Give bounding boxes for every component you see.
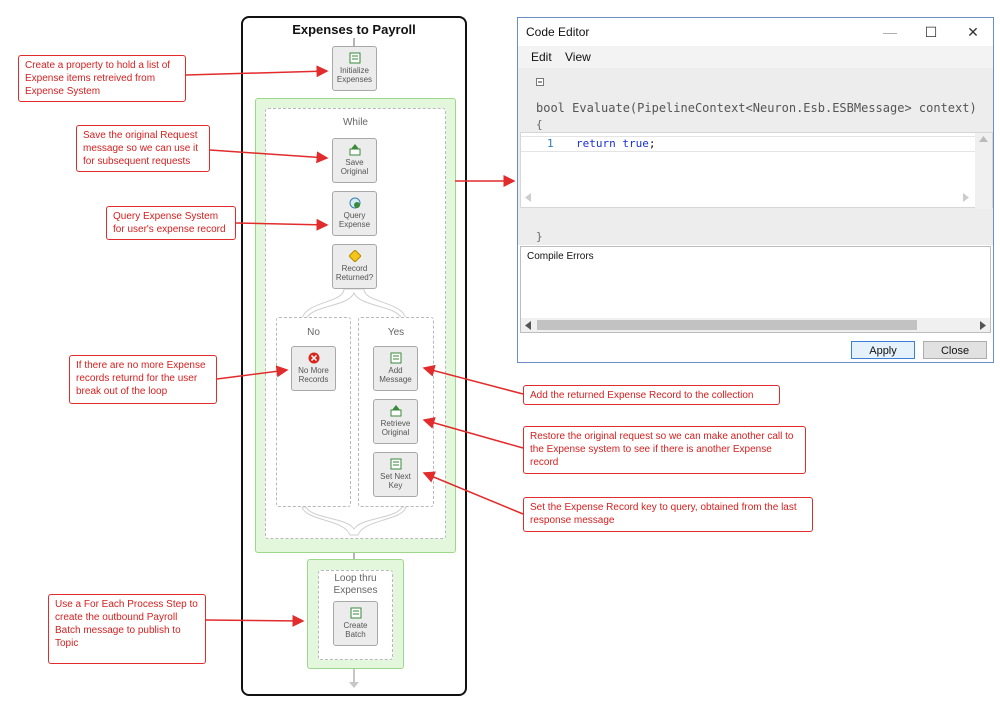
step-label: Set Next Key bbox=[380, 472, 411, 490]
for-each-body: Loop thru Expenses Create Batch bbox=[318, 570, 393, 660]
decision-branch-connector bbox=[301, 289, 407, 320]
annotation-restore-request: Restore the original request so we can m… bbox=[523, 426, 806, 474]
code-editor-window: Code Editor — ☐ ✕ Edit View bool Evaluat… bbox=[517, 17, 994, 363]
code-line-text: return true; bbox=[576, 137, 656, 150]
message-step-icon bbox=[390, 458, 401, 470]
collapse-icon[interactable] bbox=[536, 78, 544, 86]
decision-icon bbox=[348, 250, 361, 262]
horizontal-scrollbar[interactable] bbox=[521, 318, 990, 332]
annotation-for-each: Use a For Each Process Step to create th… bbox=[48, 594, 206, 664]
annotation-no-more: If there are no more Expense records ret… bbox=[69, 355, 217, 404]
push-icon bbox=[349, 144, 360, 156]
branch-merge-connector bbox=[301, 507, 407, 536]
step-retrieve-original[interactable]: Retrieve Original bbox=[373, 399, 418, 444]
branch-yes: Yes Add Message Retrieve Original bbox=[358, 317, 434, 507]
code-input[interactable]: 1 return true; bbox=[520, 132, 993, 209]
step-no-more-records[interactable]: No More Records bbox=[291, 346, 336, 391]
scroll-right-icon[interactable] bbox=[961, 193, 969, 202]
step-create-batch[interactable]: Create Batch bbox=[333, 601, 378, 646]
close-brace: } bbox=[536, 230, 543, 243]
step-label: Query Expense bbox=[338, 211, 371, 229]
branch-yes-label: Yes bbox=[387, 327, 405, 338]
annotation-create-property: Create a property to hold a list of Expe… bbox=[18, 55, 186, 102]
annotation-add-record: Add the returned Expense Record to the c… bbox=[523, 385, 780, 405]
for-each-label: Loop thru Expenses bbox=[333, 573, 378, 596]
service-icon bbox=[349, 197, 360, 209]
open-brace: { bbox=[536, 118, 543, 131]
while-loop-body: While Save Original Query Expense Record… bbox=[265, 108, 446, 539]
annotation-query-system: Query Expense System for user's expense … bbox=[106, 206, 236, 240]
current-line-highlight bbox=[521, 136, 992, 152]
annotation-save-request: Save the original Request message so we … bbox=[76, 125, 210, 172]
title-bar: Code Editor — ☐ ✕ bbox=[518, 18, 993, 46]
compile-errors-label: Compile Errors bbox=[527, 251, 594, 262]
compile-errors-panel: Compile Errors bbox=[520, 246, 991, 333]
step-label: Create Batch bbox=[343, 621, 368, 639]
for-each-container: Loop thru Expenses Create Batch bbox=[307, 559, 404, 669]
scroll-left-icon[interactable] bbox=[525, 193, 533, 202]
vertical-scrollbar[interactable] bbox=[975, 133, 992, 209]
step-initialize-expenses[interactable]: Initialize Expenses bbox=[332, 46, 377, 91]
step-label: Save Original bbox=[340, 158, 369, 176]
line-number: 1 bbox=[547, 137, 554, 150]
step-label: No More Records bbox=[298, 366, 329, 384]
step-add-message[interactable]: Add Message bbox=[373, 346, 418, 391]
close-button[interactable]: Close bbox=[923, 341, 987, 359]
step-label: Add Message bbox=[379, 366, 412, 384]
window-title: Code Editor bbox=[526, 25, 590, 39]
step-label: Retrieve Original bbox=[380, 419, 411, 437]
pop-icon bbox=[390, 405, 401, 417]
workflow-connectors bbox=[349, 38, 359, 688]
apply-button[interactable]: Apply bbox=[851, 341, 915, 359]
step-label: Initialize Expenses bbox=[336, 66, 373, 84]
scroll-left-icon[interactable] bbox=[525, 321, 531, 330]
maximize-icon[interactable]: ☐ bbox=[924, 24, 938, 40]
message-step-icon bbox=[390, 352, 401, 364]
workflow-canvas: Expenses to Payroll Initialize Expenses … bbox=[241, 16, 467, 696]
while-label: While bbox=[342, 117, 368, 128]
step-label: Record Returned? bbox=[335, 264, 374, 282]
menu-view[interactable]: View bbox=[565, 50, 591, 64]
close-icon[interactable]: ✕ bbox=[967, 24, 979, 40]
annotation-set-key: Set the Expense Record key to query, obt… bbox=[523, 497, 813, 532]
workflow-title: Expenses to Payroll bbox=[292, 22, 416, 37]
message-step-icon bbox=[349, 52, 360, 64]
editor-body: bool Evaluate(PipelineContext<Neuron.Esb… bbox=[518, 68, 993, 245]
cancel-icon bbox=[308, 352, 319, 364]
step-set-next-key[interactable]: Set Next Key bbox=[373, 452, 418, 497]
code-terminator: ; bbox=[648, 137, 656, 150]
message-step-icon bbox=[350, 607, 361, 619]
minimize-icon[interactable]: — bbox=[883, 24, 897, 40]
code-keyword: true bbox=[622, 137, 649, 150]
scroll-up-icon[interactable] bbox=[979, 136, 988, 142]
menu-bar: Edit View bbox=[518, 46, 993, 68]
menu-edit[interactable]: Edit bbox=[531, 50, 552, 64]
step-record-returned-decision[interactable]: Record Returned? bbox=[332, 244, 377, 289]
while-loop-container: While Save Original Query Expense Record… bbox=[255, 98, 456, 553]
code-keyword: return bbox=[576, 137, 616, 150]
method-signature: bool Evaluate(PipelineContext<Neuron.Esb… bbox=[536, 101, 977, 115]
branch-no-label: No bbox=[307, 327, 320, 338]
scrollbar-thumb[interactable] bbox=[537, 320, 917, 330]
step-save-original[interactable]: Save Original bbox=[332, 138, 377, 183]
scroll-right-icon[interactable] bbox=[980, 321, 986, 330]
branch-no: No No More Records bbox=[276, 317, 351, 507]
step-query-expense[interactable]: Query Expense bbox=[332, 191, 377, 236]
